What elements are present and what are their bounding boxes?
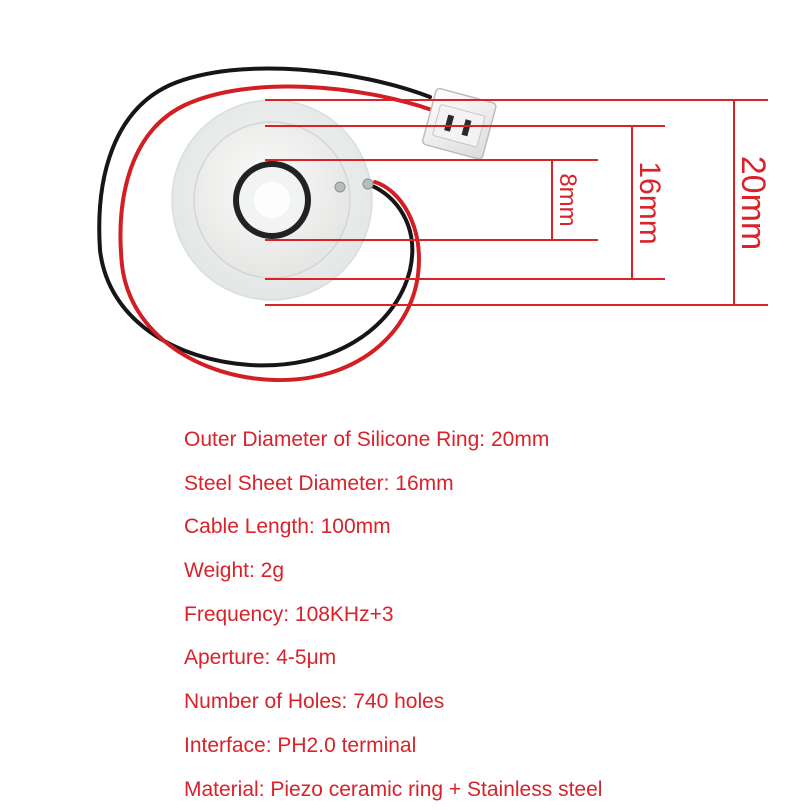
solder-point [363, 179, 373, 189]
spec-number-of-holes: Number of Holes: 740 holes [184, 680, 784, 724]
spec-interface: Interface: PH2.0 terminal [184, 724, 784, 768]
spec-aperture: Aperture: 4-5μm [184, 636, 784, 680]
spec-steel-sheet-diameter: Steel Sheet Diameter: 16mm [184, 462, 784, 506]
spec-list: Outer Diameter of Silicone Ring: 20mm St… [184, 418, 784, 811]
spec-weight: Weight: 2g [184, 549, 784, 593]
ph2-connector [422, 88, 497, 160]
solder-point [335, 182, 345, 192]
product-diagram: 8mm 16mm 20mm [0, 0, 800, 420]
dim-label-20mm: 20mm [734, 156, 772, 250]
dim-label-16mm: 16mm [633, 161, 666, 244]
dim-label-8mm: 8mm [554, 173, 581, 226]
spec-outer-diameter: Outer Diameter of Silicone Ring: 20mm [184, 418, 784, 462]
spec-material: Material: Piezo ceramic ring + Stainless… [184, 768, 784, 811]
spec-frequency: Frequency: 108KHz+3 [184, 593, 784, 637]
spec-cable-length: Cable Length: 100mm [184, 505, 784, 549]
